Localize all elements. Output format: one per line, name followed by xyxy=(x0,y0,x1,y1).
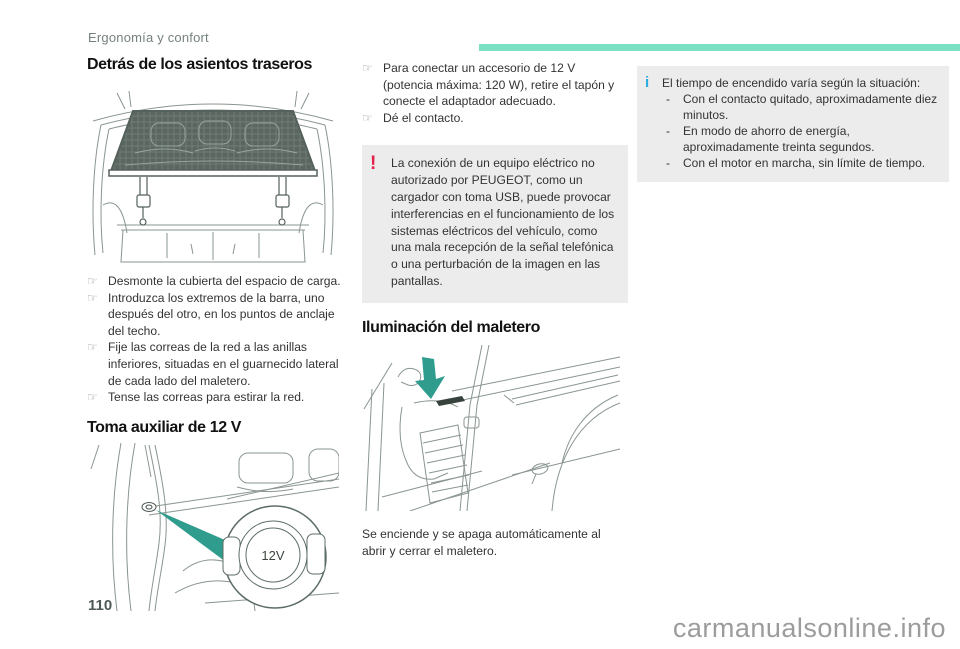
chapter-label: Ergonomía y confort xyxy=(88,30,209,45)
step-text: Introduzca los extremos de la barra, uno… xyxy=(108,290,335,338)
step-item: ☞ Introduzca los extremos de la barra, u… xyxy=(87,290,345,340)
step-item: ☞ Tense las correas para estirar la red. xyxy=(87,389,345,406)
info-item: - En modo de ahorro de energía, aproxima… xyxy=(662,123,941,155)
teal-pointer-beam-icon xyxy=(156,509,241,565)
step-text: Desmonte la cubierta del espacio de carg… xyxy=(108,274,341,288)
step-item: ☞ Desmonte la cubierta del espacio de ca… xyxy=(87,273,345,290)
step-hand-icon: ☞ xyxy=(87,274,98,288)
boot-light-description: Se enciende y se apaga automáticamente a… xyxy=(362,526,601,558)
left-column: Detrás de los asientos traseros xyxy=(87,56,345,611)
step-text: Dé el contacto. xyxy=(383,110,464,125)
dash-marker: - xyxy=(666,92,670,106)
step-hand-icon: ☞ xyxy=(362,110,373,125)
info-item-text: Con el motor en marcha, sin límite de ti… xyxy=(683,156,926,170)
socket-location-marker xyxy=(141,501,157,512)
net-straps xyxy=(136,177,290,226)
cargo-net-illustration xyxy=(87,83,345,266)
info-box: i El tiempo de encendido varía según la … xyxy=(637,66,949,182)
accent-bar xyxy=(479,44,960,51)
step-item: ☞ Dé el contacto. xyxy=(362,110,628,127)
watermark: carmanualsonline.info xyxy=(672,613,946,643)
step-item: ☞ Fije las correas de la red a las anill… xyxy=(87,339,345,389)
step-text: Para conectar un accesorio de 12 V (pote… xyxy=(383,61,615,109)
section-title-behind-seats: Detrás de los asientos traseros xyxy=(87,56,313,73)
info-intro: El tiempo de encendido varía según la si… xyxy=(662,76,921,90)
step-text: Fije las correas de la red a las anillas… xyxy=(108,340,339,388)
dash-marker: - xyxy=(666,124,670,138)
behind-seats-steps: ☞ Desmonte la cubierta del espacio de ca… xyxy=(87,273,345,406)
info-item: - Con el contacto quitado, aproximadamen… xyxy=(662,91,941,123)
step-text: Tense las correas para estirar la red. xyxy=(108,390,305,405)
socket-12v-label: 12V xyxy=(261,548,284,563)
warning-text: La conexión de un equipo eléctrico no au… xyxy=(391,156,615,288)
page-number: 110 xyxy=(88,597,113,614)
socket-12v-steps: ☞ Para conectar un accesorio de 12 V (po… xyxy=(362,60,628,126)
boot-light-illustration xyxy=(362,344,628,511)
step-hand-icon: ☞ xyxy=(87,390,98,405)
socket-12v-illustration: 12V xyxy=(87,442,345,611)
info-item-text: Con el contacto quitado, aproximadamente… xyxy=(683,92,938,122)
warning-box: ! La conexión de un equipo eléctrico no … xyxy=(362,145,628,303)
step-item: ☞ Para conectar un accesorio de 12 V (po… xyxy=(362,60,628,110)
step-hand-icon: ☞ xyxy=(87,290,98,305)
step-hand-icon: ☞ xyxy=(362,61,373,75)
info-icon: i xyxy=(645,74,650,91)
warning-icon: ! xyxy=(370,153,377,175)
socket-magnifier: 12V xyxy=(222,505,327,609)
teal-arrow-icon xyxy=(415,356,445,399)
info-item: - Con el motor en marcha, sin límite de … xyxy=(662,155,941,171)
step-hand-icon: ☞ xyxy=(87,340,98,355)
boot-light-fixture xyxy=(436,395,465,406)
section-title-12v-socket: Toma auxiliar de 12 V xyxy=(87,418,242,436)
middle-column: ☞ Para conectar un accesorio de 12 V (po… xyxy=(362,60,628,559)
cargo-net-mesh xyxy=(109,110,317,172)
dash-marker: - xyxy=(666,156,670,170)
info-item-text: En modo de ahorro de energía, aproximada… xyxy=(683,124,875,154)
section-title-boot-light: Iluminación del maletero xyxy=(362,318,541,336)
